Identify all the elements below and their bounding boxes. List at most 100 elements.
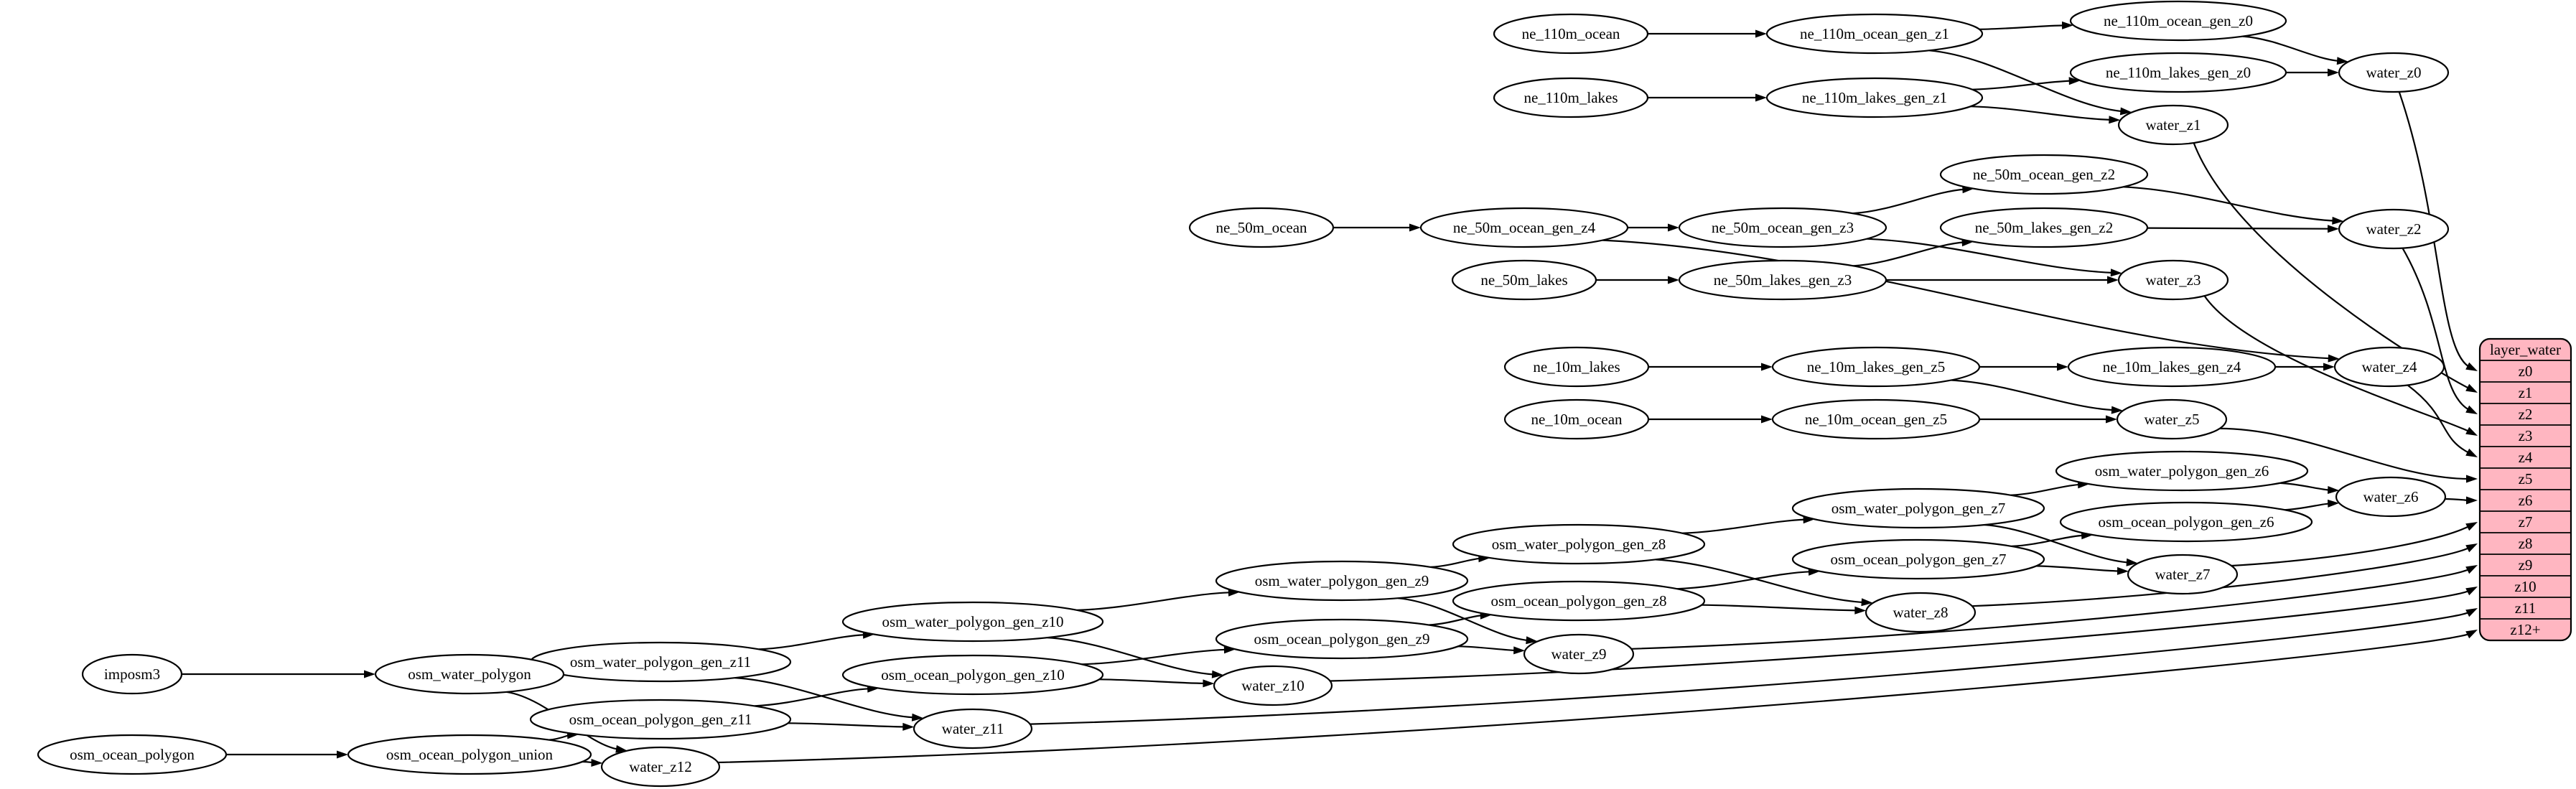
node-label: water_z2 (2366, 220, 2422, 238)
node-ellipse (1452, 523, 1706, 565)
edge-osm_water_polygon_gen_z8-to-water_z8 (1655, 559, 1865, 604)
node-label: ne_110m_ocean (1522, 25, 1620, 42)
edge-water_z12-to-layer_water.z12+ (717, 632, 2470, 764)
node-ne_50m_ocean_gen_z3: ne_50m_ocean_gen_z3 (1678, 207, 1887, 248)
node-label: osm_ocean_polygon_gen_z9 (1254, 630, 1430, 648)
edge-ne_50m_ocean_gen_z3-to-ne_50m_ocean_gen_z2 (1852, 188, 1966, 215)
node-ellipse (2055, 450, 2309, 492)
node-label: ne_110m_ocean_gen_z1 (1800, 25, 1949, 42)
node-label: imposm3 (104, 666, 160, 683)
node-ellipse (2335, 476, 2447, 518)
layer-water-row-z1: z1 (2519, 384, 2533, 401)
arrowhead-icon (1526, 636, 1538, 645)
edge-ne_110m_ocean_gen_z0-to-water_z0 (2242, 35, 2341, 62)
node-ne_10m_ocean: ne_10m_ocean (1503, 398, 1650, 440)
node-ne_110m_lakes_gen_z0: ne_110m_lakes_gen_z0 (2069, 52, 2287, 93)
arrowhead-icon (2465, 522, 2478, 531)
node-water_z2: water_z2 (2338, 208, 2450, 250)
node-water_z9: water_z9 (1523, 633, 1635, 675)
node-label: ne_10m_ocean (1531, 411, 1623, 428)
node-ellipse (600, 746, 721, 788)
layer-water-row-z12+: z12+ (2510, 621, 2540, 638)
node-ellipse (841, 654, 1104, 696)
node-label: water_z3 (2146, 271, 2201, 289)
edge-water_z11-to-layer_water.z11 (1030, 611, 2470, 725)
node-ne_10m_lakes_gen_z5: ne_10m_lakes_gen_z5 (1771, 346, 1981, 388)
arrowhead-icon (2057, 363, 2068, 371)
node-water_z8: water_z8 (1865, 592, 1977, 633)
node-ne_50m_lakes_gen_z3: ne_50m_lakes_gen_z3 (1678, 259, 1887, 301)
node-water_z1: water_z1 (2117, 104, 2229, 146)
arrowhead-icon (2328, 354, 2340, 363)
edge-water_z6-to-layer_water.z6 (2445, 498, 2470, 502)
edge-osm_water_polygon_gen_z10-to-osm_water_polygon_gen_z9 (1077, 592, 1231, 611)
node-label: water_z6 (2363, 488, 2419, 505)
node-osm_ocean_polygon_gen_z11: osm_ocean_polygon_gen_z11 (529, 699, 792, 740)
arrowhead-icon (1211, 670, 1224, 678)
node-ellipse (1503, 346, 1650, 388)
node-ellipse (1493, 77, 1649, 118)
arrowhead-icon (2465, 362, 2478, 371)
node-label: water_z9 (1551, 645, 1607, 663)
arrowhead-icon (2110, 269, 2122, 277)
node-ne_110m_lakes: ne_110m_lakes (1493, 77, 1649, 118)
arrowhead-icon (2465, 565, 2478, 574)
arrowhead-icon (2323, 363, 2335, 371)
layer-water-row-z10: z10 (2514, 578, 2536, 595)
node-osm_ocean_polygon_gen_z7: osm_ocean_polygon_gen_z7 (1791, 538, 2045, 580)
node-ellipse (1188, 207, 1335, 248)
node-ellipse (1678, 259, 1887, 301)
edge-water_z9-to-layer_water.z9 (1631, 568, 2470, 650)
nodes-layer: ne_110m_ocean ne_110m_ocean_gen_z1 ne_110m… (37, 0, 2450, 788)
node-ellipse (1678, 207, 1887, 248)
node-ellipse (2069, 0, 2287, 42)
edge-osm_ocean_polygon_gen_z11-to-water_z11 (788, 722, 906, 728)
node-ellipse (1771, 398, 1981, 440)
edge-ne_110m_lakes_gen_z1-to-water_z1 (1970, 106, 2112, 121)
node-ellipse (529, 699, 792, 740)
node-osm_ocean_polygon: osm_ocean_polygon (37, 734, 228, 775)
node-label: water_z12 (629, 758, 691, 775)
arrowhead-icon (2106, 415, 2117, 424)
node-ne_10m_lakes_gen_z4: ne_10m_lakes_gen_z4 (2067, 346, 2277, 388)
node-ellipse (1503, 398, 1650, 440)
node-ne_110m_ocean_gen_z1: ne_110m_ocean_gen_z1 (1765, 13, 1984, 55)
edge-ne_50m_ocean_gen_z4-to-water_z4 (1602, 239, 2331, 360)
arrowhead-icon (2465, 426, 2478, 436)
arrowhead-icon (1513, 646, 1526, 655)
node-water_z6: water_z6 (2335, 476, 2447, 518)
node-ellipse (37, 734, 228, 775)
node-ellipse (1215, 560, 1469, 602)
node-label: water_z7 (2155, 566, 2211, 583)
node-ellipse (2127, 554, 2239, 595)
node-ellipse (1791, 538, 2045, 580)
node-label: ne_50m_ocean_gen_z2 (1973, 166, 2115, 183)
arrowhead-icon (2332, 216, 2344, 225)
node-ellipse (1771, 346, 1981, 388)
arrowhead-icon (2119, 107, 2132, 116)
node-ne_50m_lakes_gen_z2: ne_50m_lakes_gen_z2 (1939, 207, 2149, 248)
node-label: ne_10m_lakes_gen_z4 (2103, 358, 2241, 375)
edge-osm_ocean_polygon_gen_z8-to-water_z8 (1701, 604, 1858, 612)
node-water_z4: water_z4 (2333, 346, 2445, 388)
node-ellipse (2116, 398, 2228, 440)
node-label: osm_water_polygon_gen_z10 (882, 613, 1063, 630)
node-label: ne_10m_lakes_gen_z5 (1807, 358, 1945, 375)
node-water_z12: water_z12 (600, 746, 721, 788)
edge-osm_ocean_polygon_gen_z7-to-water_z7 (2036, 565, 2121, 572)
arrowhead-icon (591, 759, 603, 767)
node-ellipse (1493, 13, 1649, 55)
edge-water_z3-to-layer_water.z3 (2203, 295, 2470, 433)
edge-ne_50m_lakes_gen_z3-to-ne_50m_lakes_gen_z2 (1853, 241, 1965, 267)
node-osm_water_polygon_gen_z8: osm_water_polygon_gen_z8 (1452, 523, 1706, 565)
layer-water-row-z9: z9 (2519, 556, 2533, 574)
arrowhead-icon (911, 713, 924, 722)
layer-water-row-z11: z11 (2515, 599, 2537, 617)
layer-water-row-z3: z3 (2519, 427, 2533, 444)
node-osm_ocean_polygon_gen_z8: osm_ocean_polygon_gen_z8 (1452, 580, 1706, 622)
node-ellipse (1419, 207, 1629, 248)
layer-water-title: layer_water (2490, 341, 2561, 358)
edge-water_z4-to-layer_water.z4 (2407, 384, 2470, 454)
node-label: osm_water_polygon_gen_z6 (2095, 462, 2269, 480)
node-label: ne_50m_lakes_gen_z3 (1714, 271, 1852, 289)
